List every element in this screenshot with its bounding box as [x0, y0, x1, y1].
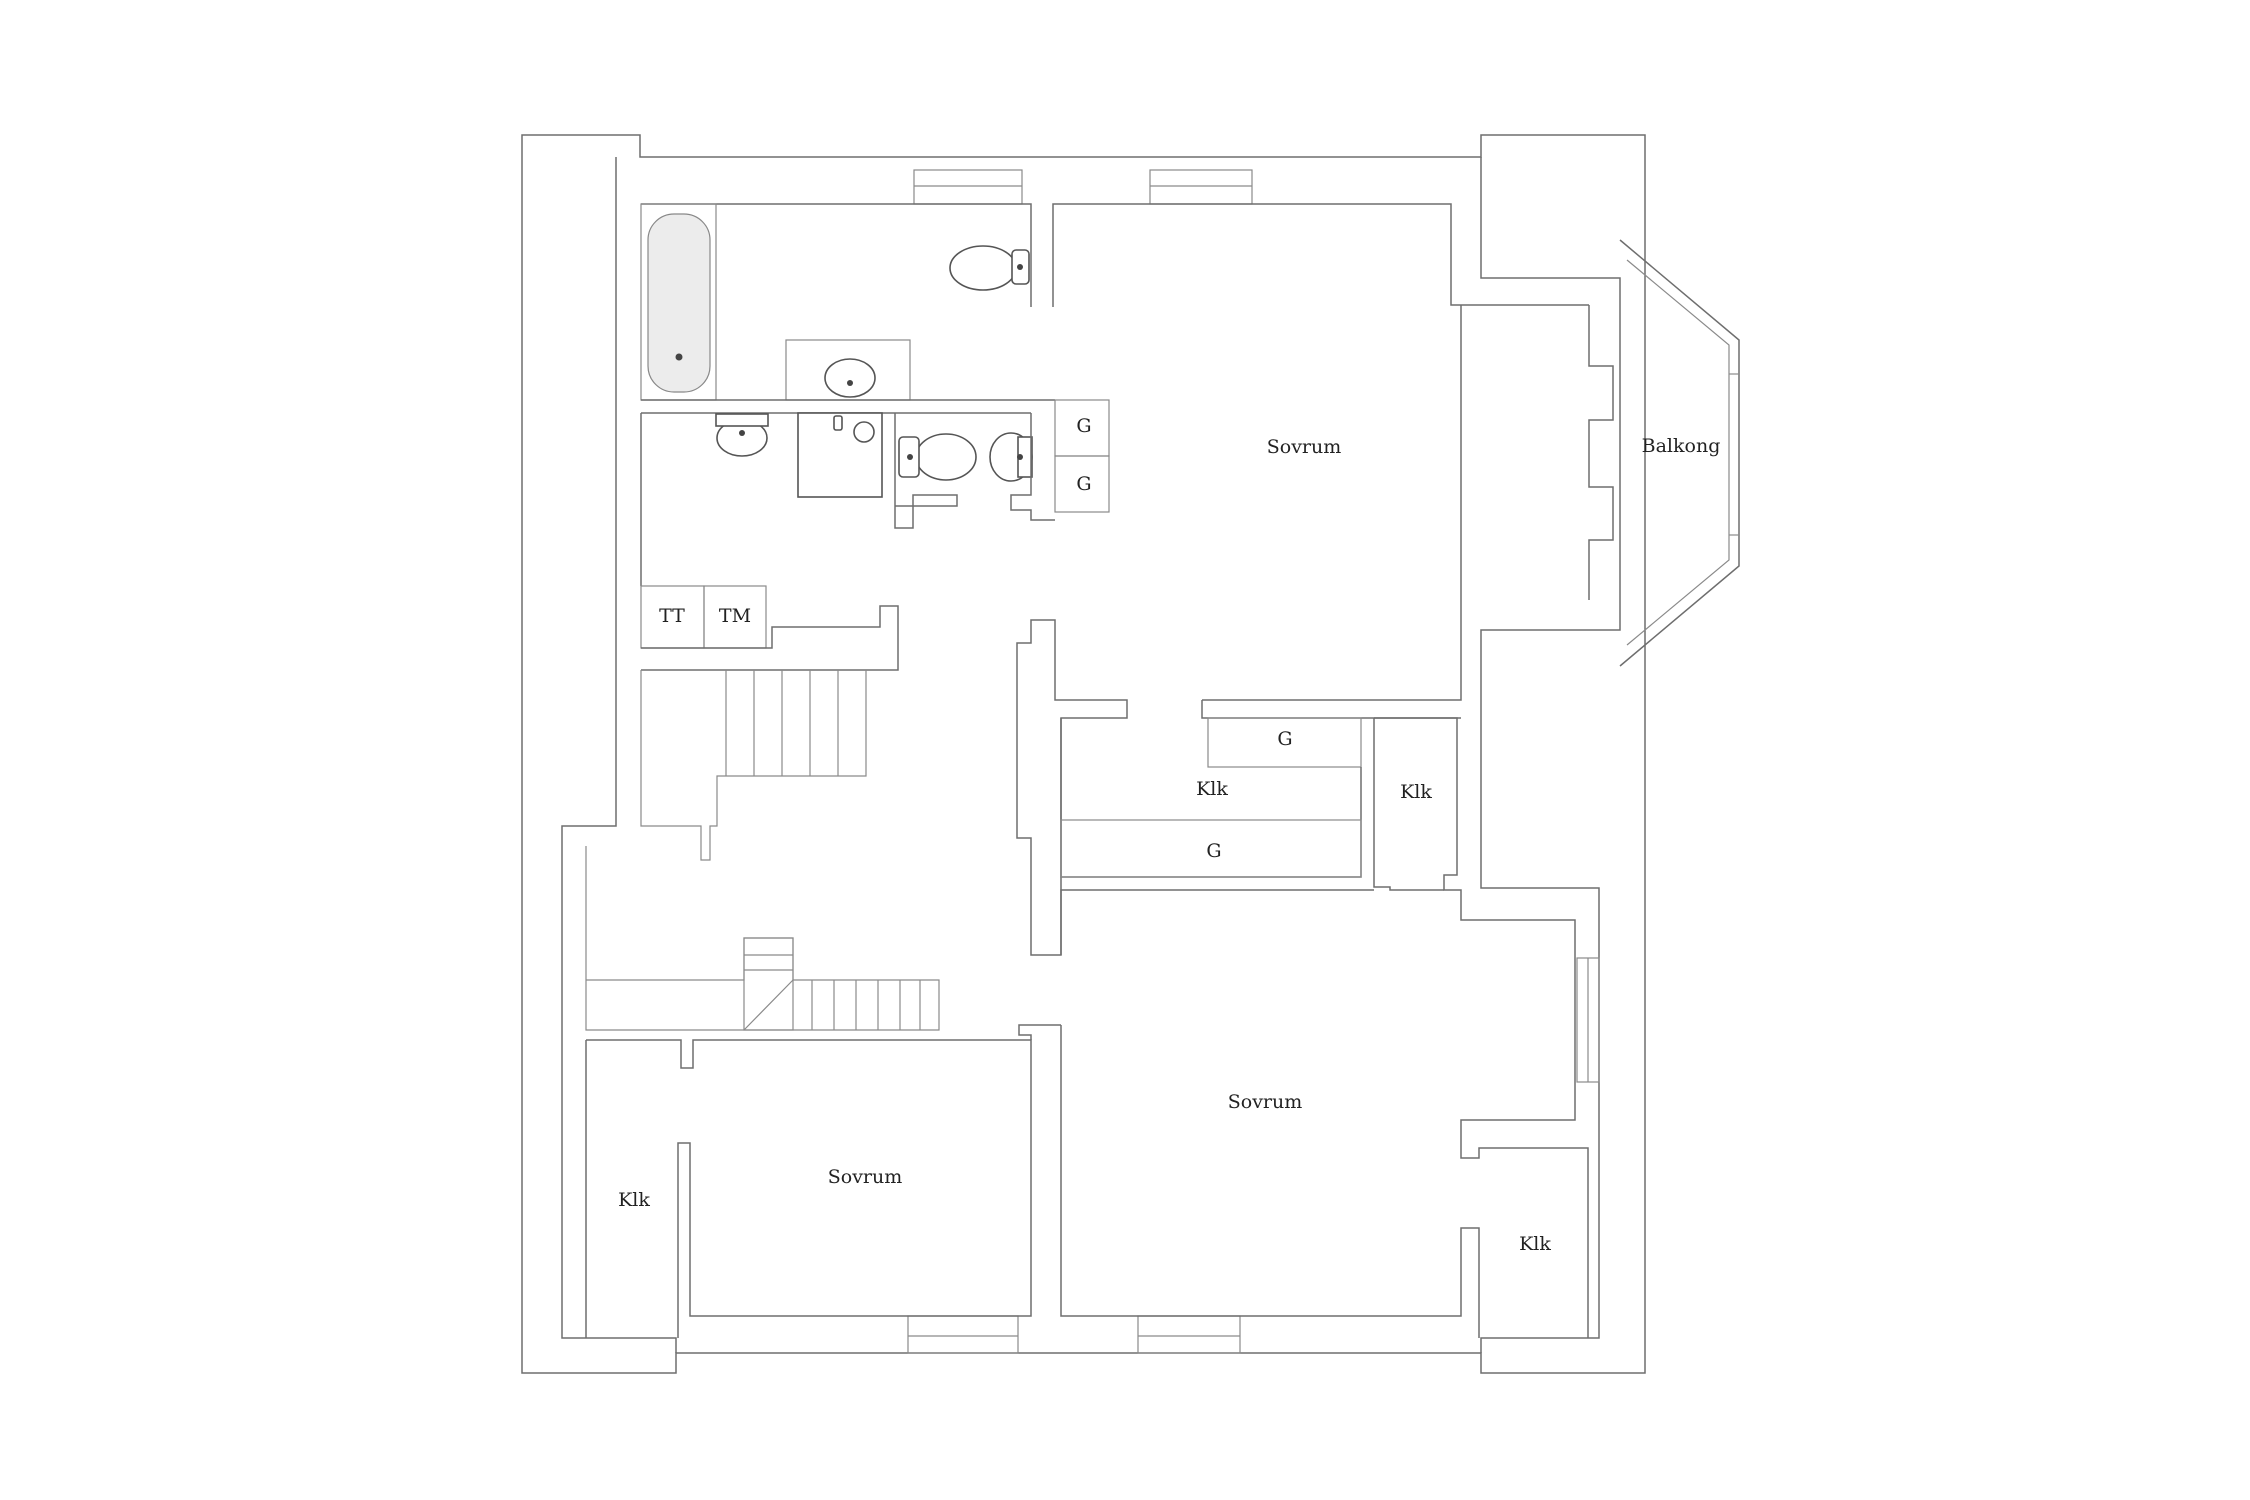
- closet-label-g-2: G: [1076, 473, 1092, 495]
- bathtub: [647, 213, 711, 393]
- label-tt: TT: [659, 605, 685, 627]
- sovrum-mid-walls: [1060, 1025, 1480, 1338]
- corridor-wall-left: [1016, 619, 1128, 956]
- bath-wall-divider: [641, 203, 1032, 307]
- window-bottom-2: [1137, 1315, 1241, 1354]
- klk-right-wall: [1374, 717, 1589, 1338]
- label-tm: TM: [718, 605, 752, 627]
- closet-g-2: [1054, 455, 1110, 513]
- room-label-klk-left: Klk: [618, 1189, 650, 1211]
- inner-wall-right-top: [1480, 157, 1621, 1353]
- balcony: [1619, 239, 1740, 667]
- room-label-balkong: Balkong: [1641, 435, 1721, 457]
- staircase-upper: [640, 670, 867, 861]
- room-label-sovrum-mid: Sovrum: [1227, 1091, 1303, 1113]
- sink-icon: [715, 413, 769, 457]
- closet-label-g-3: G: [1277, 728, 1293, 750]
- window-bottom-1: [907, 1315, 1019, 1354]
- window-right: [1576, 957, 1600, 1083]
- klk-right-wall-2: [1373, 718, 1444, 891]
- closet-g-4: [1060, 819, 1362, 878]
- sovrum-top-corner: [1201, 700, 1461, 719]
- sovrum-top-bottom-wall: [1202, 630, 1462, 701]
- room-label-klk-center: Klk: [1196, 778, 1228, 800]
- window-top-1: [913, 169, 1023, 205]
- wc-wall: [894, 413, 958, 529]
- window-top-2: [1149, 169, 1253, 205]
- toilet-icon: [898, 433, 977, 481]
- room-label-sovrum-top: Sovrum: [1266, 436, 1342, 458]
- bath-wall-divider-2: [1052, 203, 1589, 307]
- room-label-klk-right-upper: Klk: [1400, 781, 1432, 803]
- room-label-klk-right-lower: Klk: [1519, 1233, 1551, 1255]
- wc-wall-2: [1010, 413, 1055, 521]
- sink-icon: [824, 358, 876, 398]
- hall-wall-upper: [641, 605, 899, 671]
- closet-label-g-1: G: [1076, 415, 1092, 437]
- room-label-sovrum-bottom-left: Sovrum: [827, 1166, 903, 1188]
- sovrum-top-right-wall-2: [1588, 305, 1614, 600]
- corridor-lower-right: [1018, 1024, 1061, 1040]
- closet-label-g-4: G: [1206, 840, 1222, 862]
- sovrum-bottom-left-walls: [586, 1039, 1032, 1338]
- outer-wall: [521, 134, 1646, 1374]
- sovrum-mid-top: [1060, 889, 1374, 955]
- inner-wall-perimeter: [561, 157, 677, 1353]
- staircase-lower: [585, 846, 940, 1031]
- closet-g-3: [1207, 717, 1362, 768]
- toilet-icon: [949, 245, 1030, 291]
- sink-icon: [989, 432, 1033, 482]
- shower-icon: [797, 412, 883, 498]
